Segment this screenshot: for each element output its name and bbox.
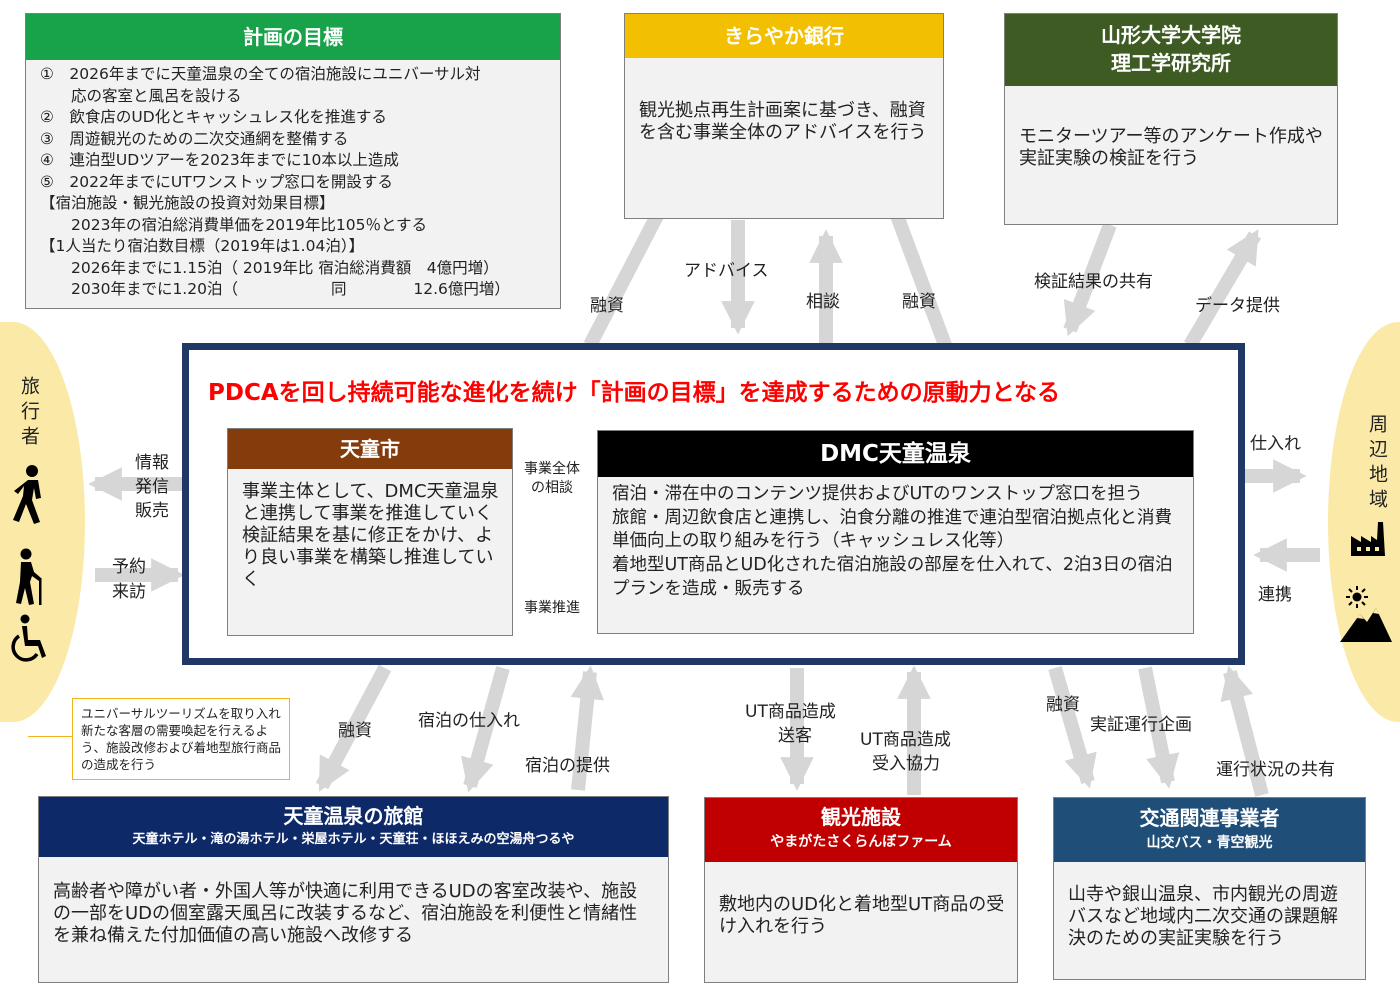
label-ut-sokyaku-1: UT商品造成 [745,702,836,722]
label-yoyaku-1: 予約 [112,557,146,577]
label-unko: 運行状況の共有 [1216,760,1335,780]
transport-box: 交通関連事業者 山交バス・青空観光 山寺や銀山温泉、市内観光の周遊バスなど地域内… [1053,797,1366,980]
city-text: 事業主体として、DMC天童温泉と連携して事業を推進していく 検証結果を基に修正を… [242,481,499,590]
plan-goals-header: 計画の目標 [26,14,560,60]
goal-line: 2023年の宿泊総消費単価を2019年比105％とする [40,215,428,234]
label-kensho: 検証結果の共有 [1034,272,1153,292]
ryokan-header: 天童温泉の旅館 天童ホテル・滝の湯ホテル・栄屋ホテル・天童荘・ほほえみの空湯舟つ… [39,797,668,857]
facility-header: 観光施設 やまがたさくらんぼファーム [705,798,1017,862]
core-title: PDCAを回し持続可能な進化を続け「計画の目標」を達成するための原動力となる [208,380,1060,406]
facility-title: 観光施設 [821,805,901,829]
region-label: 周辺地域 [1366,414,1388,514]
university-dept: 理工学研究所 [1111,51,1231,75]
goal-line: 応の客室と風呂を設ける [40,86,242,105]
dmc-text: 宿泊・滞在中のコンテンツ提供およびUTのワンストップ窓口を担う 旅館・周辺飲食店… [612,484,1173,599]
label-ut-sokyaku-2: 送客 [778,726,812,746]
arrow-kensho [1063,222,1117,337]
goal-line: ③ 周遊観光のための二次交通網を整備する [40,129,349,148]
label-renkei: 連携 [1258,585,1292,605]
goal-line: 【宿泊施設・観光施設の投資対効果目標】 [40,194,335,212]
ut-note: ユニバーサルツーリズムを取り入れ新たな客層の需要喚起を行えるよう、施設改修および… [72,698,290,780]
label-yushi-bottom-left: 融資 [338,721,372,741]
university-name: 山形大学大学院 [1101,23,1241,47]
traveler-label: 旅行者 [18,376,40,451]
city-header: 天童市 [228,429,512,469]
label-shukuhaku-shiire: 宿泊の仕入れ [418,711,520,731]
label-joho-1: 情報 [135,453,169,473]
label-soudan: 相談 [806,292,840,312]
bank-header: きらやか銀行 [625,14,943,58]
dmc-header: DMC天童温泉 [598,431,1193,477]
label-yoyaku-2: 来訪 [112,582,146,602]
label-shiire: 仕入れ [1250,434,1301,454]
university-box: 山形大学大学院 理工学研究所 モニターツアー等のアンケート作成や実証実験の検証を… [1004,13,1338,225]
ryokan-subtitle: 天童ホテル・滝の湯ホテル・栄屋ホテル・天童荘・ほほえみの空湯舟つるや [132,832,575,847]
goal-line: ⑤ 2022年までにUTワンストップ窓口を開設する [40,172,393,191]
arrow-unko [1220,665,1269,797]
ryokan-title: 天童温泉の旅館 [283,804,424,828]
facility-box: 観光施設 やまがたさくらんぼファーム 敷地内のUD化と着地型UT商品の受け入れを… [704,797,1018,983]
transport-title: 交通関連事業者 [1139,806,1280,830]
ut-note-connector [28,736,72,737]
plan-goals-list: ① 2026年までに天童温泉の全ての宿泊施設にユニバーサル対 応の客室と風呂を設… [40,64,554,301]
label-joho-2: 発信 [135,477,169,497]
label-data: データ提供 [1195,296,1280,316]
elderly-person-icon [16,548,42,605]
bank-text: 観光拠点再生計画案に基づき、融資を含む事業全体のアドバイスを行う [639,100,927,143]
arrow-transport-yushi [1048,666,1097,789]
facility-subtitle: やまがたさくらんぼファーム [770,834,952,850]
label-ut-ukeire-2: 受入協力 [872,754,940,774]
arrow-ryokan-teikyo [570,665,604,791]
label-joho-3: 販売 [135,501,169,521]
goal-line: ② 飲食店のUD化とキャッシュレス化を推進する [40,108,387,126]
goal-line: ① 2026年までに天童温泉の全ての宿泊施設にユニバーサル対 [40,65,481,83]
transport-subtitle: 山交バス・青空観光 [1146,835,1273,851]
wheelchair-icon [11,614,46,662]
ryokan-text: 高齢者や障がい者・外国人等が快適に利用できるUDの客室改装や、施設の一部をUDの… [53,881,638,946]
ryokan-box: 天童温泉の旅館 天童ホテル・滝の湯ホテル・栄屋ホテル・天童荘・ほほえみの空湯舟つ… [38,796,669,983]
transport-header: 交通関連事業者 山交バス・青空観光 [1054,798,1365,862]
city-box: 天童市 事業主体として、DMC天童温泉と連携して事業を推進していく 検証結果を基… [227,428,513,636]
label-yushi-top-mid: 融資 [902,292,936,312]
dmc-box: DMC天童温泉 宿泊・滞在中のコンテンツ提供およびUTのワンストップ窓口を担う … [597,430,1194,634]
mountain-icon [1340,608,1392,642]
facility-text: 敷地内のUD化と着地型UT商品の受け入れを行う [719,894,1005,937]
walking-person-icon [13,465,41,524]
goal-line: 2030年までに1.20泊（ 同 12.6億円増） [40,280,510,298]
label-yushi-bottom-right: 融資 [1046,695,1080,715]
arrow-ryokan-yushi [315,664,392,792]
arrow-bank-yushi2 [888,207,952,348]
university-header: 山形大学大学院 理工学研究所 [1005,14,1337,86]
arrow-data [1183,229,1262,349]
label-advice: アドバイス [684,261,769,281]
factory-icon [1351,522,1385,556]
bank-box: きらやか銀行 観光拠点再生計画案に基づき、融資を含む事業全体のアドバイスを行う [624,13,944,219]
goal-line: 2026年までに1.15泊（ 2019年比 宿泊総消費額 4億円増） [40,258,499,277]
university-text: モニターツアー等のアンケート作成や実証実験の検証を行う [1019,126,1323,169]
plan-goals-box: 計画の目標 ① 2026年までに天童温泉の全ての宿泊施設にユニバーサル対 応の客… [25,13,561,309]
label-shukuhaku-teikyo: 宿泊の提供 [525,756,610,776]
arrow-ryokan-shiire [461,666,510,793]
transport-text: 山寺や銀山温泉、市内観光の周遊バスなど地域内二次交通の課題解決のための実証実験を… [1068,884,1338,949]
sun-icon [1346,586,1368,608]
label-suishin: 事業推進 [524,600,580,616]
goal-line: ④ 連泊型UDツアーを2023年までに10本以上造成 [40,151,399,169]
goal-line: 【1人当たり宿泊数目標（2019年は1.04泊）】 [40,237,365,255]
label-zentai-1: 事業全体 [524,461,580,477]
arrow-jissho [1138,666,1180,789]
arrow-bank-yushi [583,206,667,349]
label-ut-ukeire-1: UT商品造成 [860,730,951,750]
label-zentai-2: の相談 [531,480,573,496]
label-yushi-top-left: 融資 [590,296,624,316]
label-jissho: 実証運行企画 [1090,715,1192,735]
